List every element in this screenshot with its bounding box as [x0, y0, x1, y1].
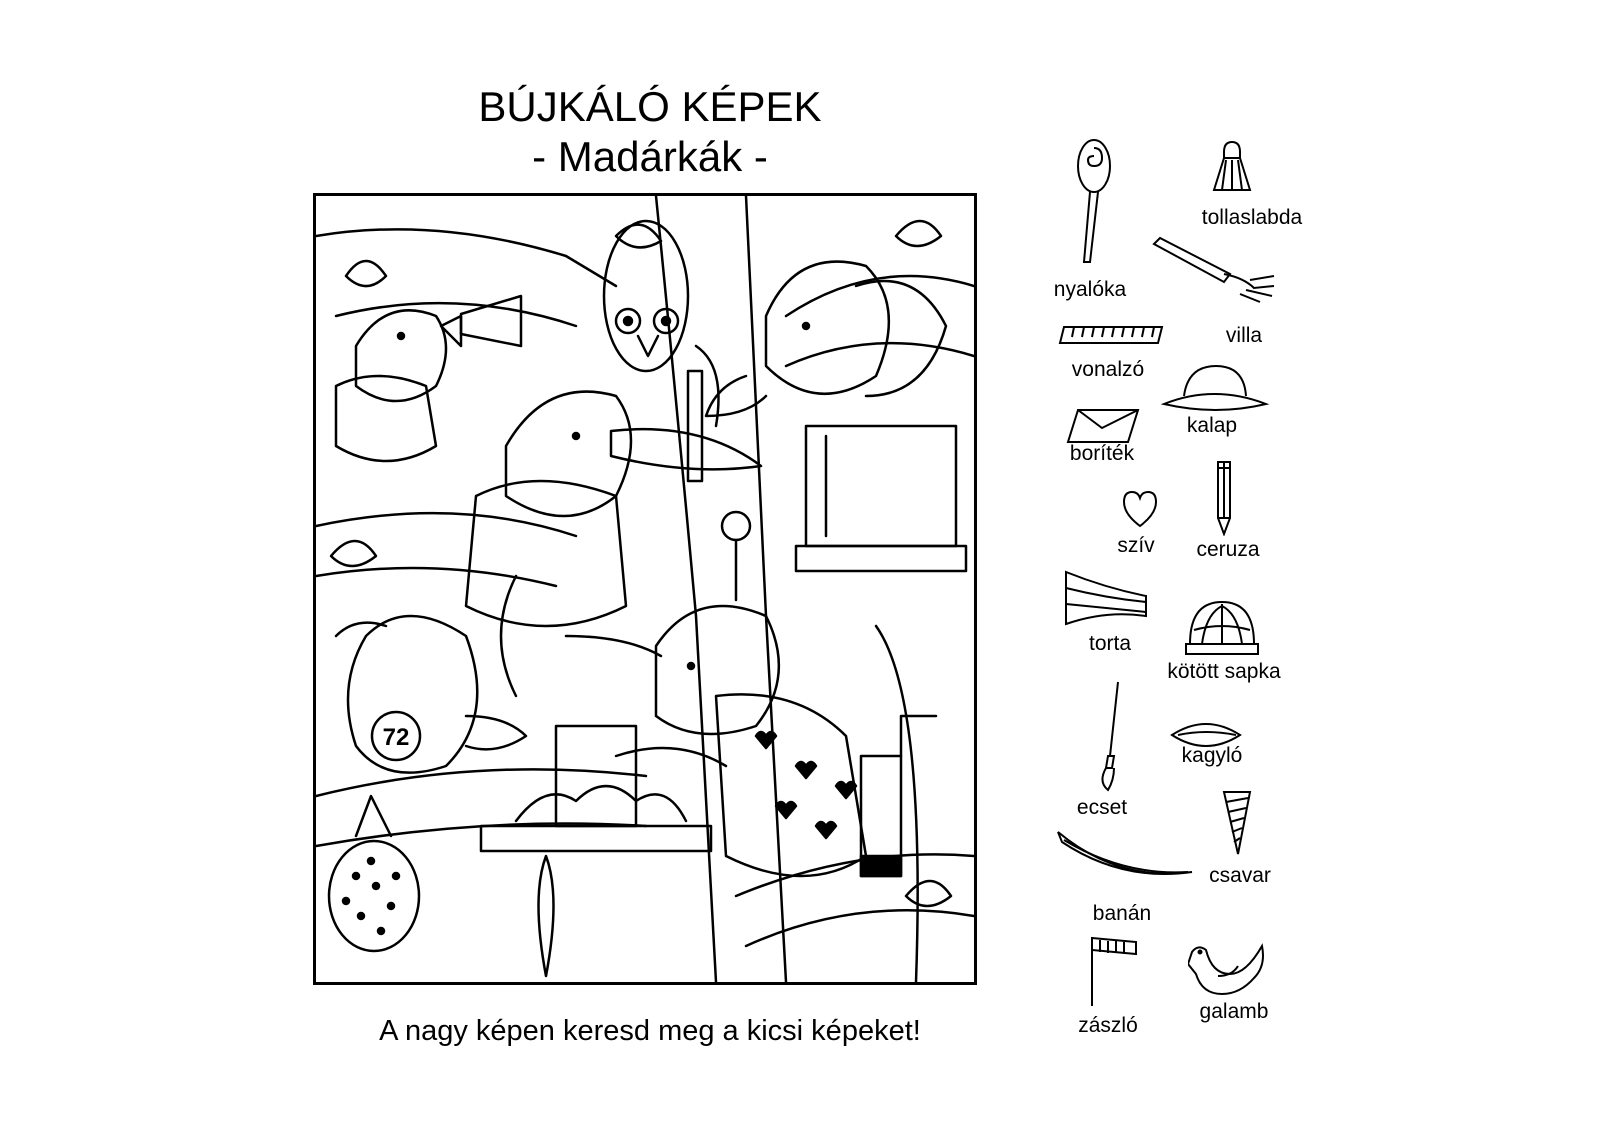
screw-icon	[1222, 790, 1252, 856]
heart-icon	[1122, 490, 1158, 528]
flag-icon	[1084, 934, 1140, 1008]
item-label-boritek: boríték	[1069, 442, 1135, 465]
item-label-csavar: csavar	[1209, 864, 1271, 887]
lollipop-icon	[1074, 138, 1114, 264]
shuttlecock-icon	[1210, 138, 1254, 194]
item-label-banan: banán	[1092, 902, 1152, 925]
item-label-galamb: galamb	[1199, 1000, 1269, 1023]
dove-icon	[1188, 942, 1268, 996]
instruction-text: A nagy képen keresd meg a kicsi képeket!	[379, 1015, 921, 1047]
item-label-tollaslabda: tollaslabda	[1201, 206, 1303, 229]
item-label-kagylo: kagyló	[1181, 744, 1243, 767]
page-subtitle: - Madárkák -	[532, 133, 768, 180]
ruler-icon	[1058, 325, 1164, 345]
hidden-picture-scene[interactable]: 72	[313, 193, 977, 985]
pencil-icon	[1214, 460, 1234, 536]
item-label-nyaloka: nyalóka	[1053, 278, 1127, 301]
jersey-number: 72	[383, 724, 410, 751]
item-label-kalap: kalap	[1186, 414, 1238, 437]
item-label-ceruza: ceruza	[1196, 538, 1260, 561]
item-label-zaszlo: zászló	[1078, 1014, 1138, 1037]
item-label-sziv: szív	[1117, 534, 1155, 557]
shell-icon	[1168, 720, 1244, 750]
knitted-cap-icon	[1182, 600, 1262, 658]
cake-slice-icon	[1060, 568, 1152, 628]
page-title: BÚJKÁLÓ KÉPEK	[478, 83, 822, 130]
envelope-icon	[1066, 408, 1140, 444]
paintbrush-icon	[1098, 680, 1128, 792]
item-label-vonalzo: vonalzó	[1071, 358, 1145, 381]
hat-icon	[1160, 362, 1270, 414]
item-label-torta: torta	[1088, 632, 1132, 655]
item-label-villa: villa	[1225, 324, 1263, 347]
fork-icon	[1150, 236, 1280, 306]
banana-icon	[1054, 828, 1196, 888]
item-label-kotott-sapka: kötött sapka	[1167, 660, 1281, 683]
item-label-ecset: ecset	[1076, 796, 1128, 819]
